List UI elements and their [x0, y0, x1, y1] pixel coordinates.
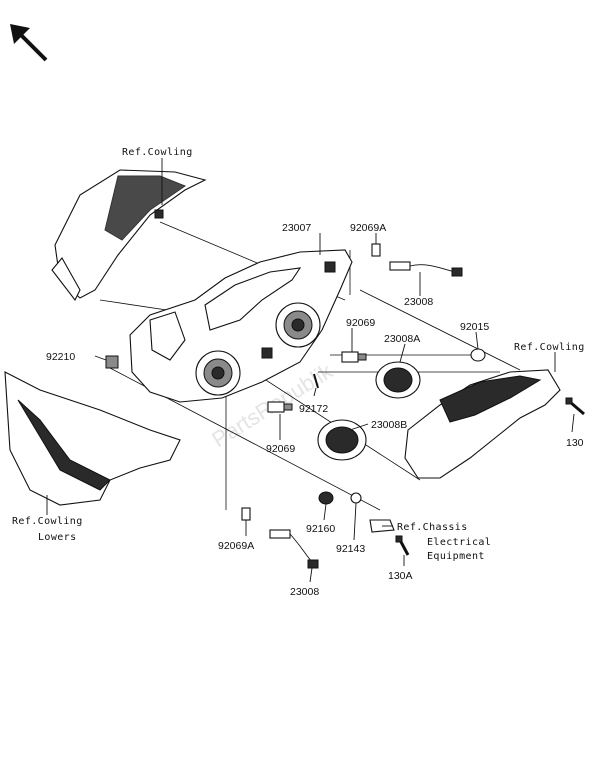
- part-number-92143: 92143: [336, 543, 365, 555]
- part-number-92069-right: 92069: [346, 317, 375, 329]
- dust-cover-a: [375, 361, 421, 399]
- ref-cowling-lowers-label-line2: Lowers: [38, 532, 77, 543]
- part-number-92210: 92210: [46, 351, 75, 363]
- grommet: [470, 348, 486, 362]
- collar: [350, 492, 362, 504]
- lower-cowling-part: [4, 355, 181, 515]
- ref-chassis-label-line2: Electrical: [427, 537, 491, 548]
- headlight-housing: [129, 233, 353, 403]
- part-number-92069a-top: 92069A: [350, 222, 386, 234]
- direction-arrow-icon: [10, 24, 48, 62]
- ref-cowling-top-label: Ref.Cowling: [122, 147, 193, 158]
- part-number-92069a-bottom: 92069A: [218, 540, 254, 552]
- leader-lines: [94, 233, 575, 583]
- part-number-23008a: 23008A: [384, 333, 420, 345]
- upper-cowling-part: [51, 158, 207, 302]
- part-number-23008b: 23008B: [371, 419, 407, 431]
- right-cowling-part: [404, 352, 561, 479]
- part-number-92172: 92172: [299, 403, 328, 415]
- bolt-130a: [395, 535, 410, 556]
- ref-chassis-label-line1: Ref.Chassis: [397, 522, 468, 533]
- part-number-92015: 92015: [460, 321, 489, 333]
- damper: [318, 491, 334, 505]
- ref-cowling-right-label: Ref.Cowling: [514, 342, 585, 353]
- ref-chassis-label-line3: Equipment: [427, 551, 485, 562]
- ref-cowling-lowers-label-line1: Ref.Cowling: [12, 516, 83, 527]
- part-number-92160: 92160: [306, 523, 335, 535]
- part-number-130: 130: [566, 437, 584, 449]
- bolt-130: [565, 397, 585, 416]
- dust-cover-b: [317, 419, 367, 461]
- part-number-23007: 23007: [282, 222, 311, 234]
- position-lamp-socket-top: [371, 243, 463, 277]
- screw-92172: [313, 373, 319, 389]
- part-number-130a: 130A: [388, 570, 413, 582]
- headlight-bulb-left: [267, 401, 293, 413]
- part-number-23008-bottom: 23008: [290, 586, 319, 598]
- headlight-bulb-right: [341, 351, 367, 363]
- part-number-92069-left: 92069: [266, 443, 295, 455]
- position-lamp-socket-bottom: [241, 507, 319, 569]
- part-number-23008-top: 23008: [404, 296, 433, 308]
